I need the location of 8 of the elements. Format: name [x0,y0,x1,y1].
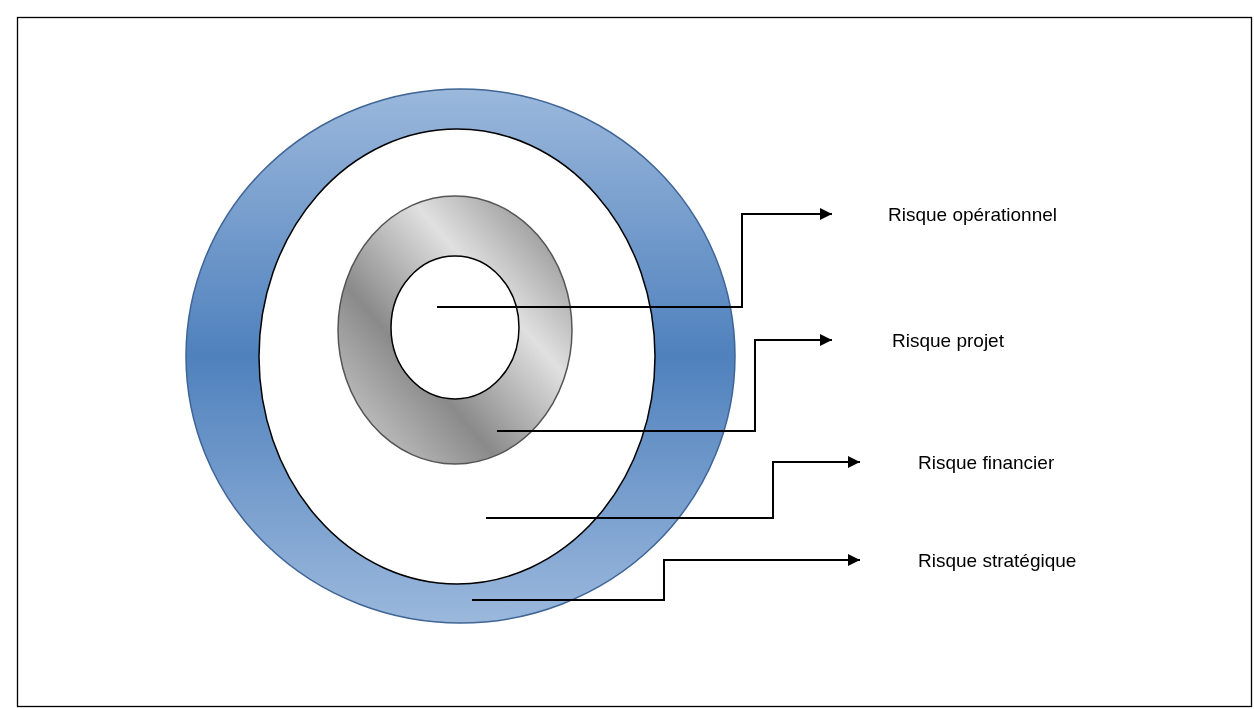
ring-label: Risque opérationnel [888,203,1057,227]
leader-arrow [471,554,861,601]
ring-label: Risque financier [918,451,1055,475]
leader-arrow [436,208,833,308]
ring-label: Risque stratégique [918,549,1077,573]
leader-arrow [496,334,833,432]
leader-arrow [485,456,861,519]
ring-label: Risque projet [892,329,1004,353]
